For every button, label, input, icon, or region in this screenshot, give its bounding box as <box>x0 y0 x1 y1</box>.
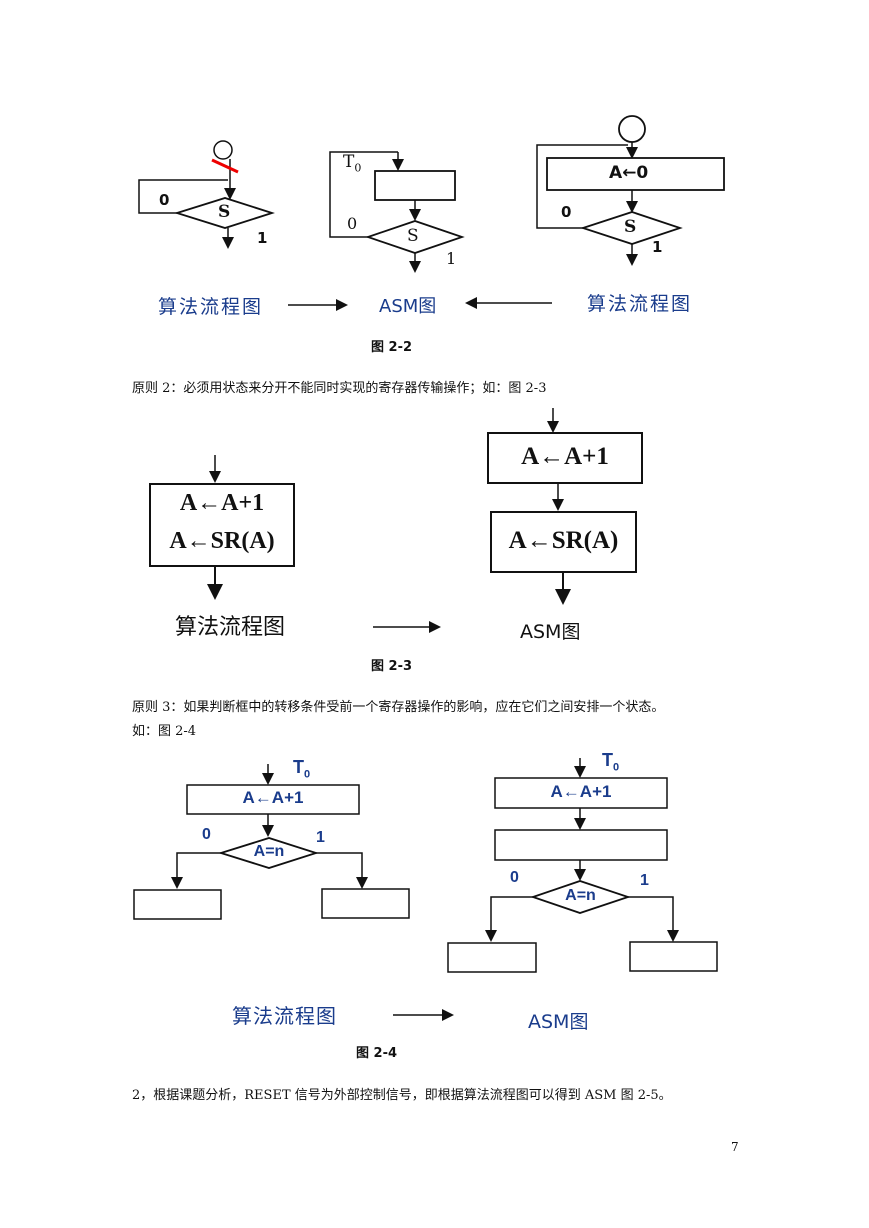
branch-1-label: 1 <box>257 229 268 247</box>
caption-fig-2-2: 图 2-2 <box>371 340 413 355</box>
fig24-left-assign: A←A+1 <box>242 788 304 807</box>
branch-0-label-3: 0 <box>561 203 572 221</box>
state-box-1 <box>374 170 456 201</box>
condition-s-2: S <box>407 226 419 246</box>
label-algorithm-flowchart-fig24: 算法流程图 <box>232 1004 337 1028</box>
bottom-paragraph: 2，根据课题分析，RESET 信号为外部控制信号，即根据算法流程图可以得到 AS… <box>132 1088 672 1103</box>
label-algorithm-flowchart-fig23: 算法流程图 <box>175 615 286 640</box>
condition-s-1: S <box>218 202 231 222</box>
label-asm-chart-fig23: ASM图 <box>520 621 581 643</box>
red-slash <box>211 158 239 174</box>
rule-3-text-line1: 原则 3：如果判断框中的转移条件受前一个寄存器操作的影响，应在它们之间安排一个状… <box>132 700 665 715</box>
fig24-left-zero: 0 <box>202 826 211 843</box>
branch-1-label-2: 1 <box>446 249 457 268</box>
condition-s-3: S <box>624 217 637 237</box>
op-a-shift: A←SR(A) <box>169 528 275 554</box>
fig24-right-assign-box <box>494 777 668 809</box>
fig24-right-t0: T0 <box>602 750 620 774</box>
start-circle-2 <box>618 115 646 143</box>
branch-0-label: 0 <box>159 191 170 209</box>
fig24-left-t0: T0 <box>293 757 311 781</box>
decision-diamond-1 <box>173 197 275 229</box>
caption-fig-2-3: 图 2-3 <box>371 659 413 674</box>
caption-fig-2-4: 图 2-4 <box>356 1046 398 1061</box>
fig24-right-state-box <box>494 829 668 861</box>
fig24-left-one: 1 <box>316 829 325 846</box>
fig24-right-assign: A←A+1 <box>550 782 612 801</box>
label-asm-chart: ASM图 <box>379 296 437 317</box>
fig24-left-box-1 <box>321 888 410 919</box>
label-algorithm-flowchart-2: 算法流程图 <box>587 293 693 315</box>
label-algorithm-flowchart: 算法流程图 <box>158 296 264 318</box>
page-number: 7 <box>731 1140 739 1154</box>
decision-diamond-2 <box>365 220 465 254</box>
op-a-inc-asm: A←A+1 <box>521 443 609 470</box>
branch-0-label-2: 0 <box>347 214 358 233</box>
fig24-right-cond: A=n <box>565 887 596 904</box>
assign-a-zero: A←0 <box>609 163 649 183</box>
rule-3-text-line2: 如：图 2-4 <box>132 724 197 739</box>
fig24-right-box-0 <box>447 942 537 973</box>
decision-diamond-3 <box>580 211 683 245</box>
fig24-right-zero: 0 <box>510 869 519 886</box>
fig24-right-one: 1 <box>640 872 649 889</box>
fig24-right-box-1 <box>629 941 718 972</box>
rule-2-text: 原则 2：必须用状态来分开不能同时实现的寄存器传输操作；如：图 2-3 <box>132 381 547 396</box>
state-t0-label: T0 <box>343 152 362 175</box>
combined-op-box <box>149 483 295 567</box>
fig24-left-box-0 <box>133 889 222 920</box>
branch-1-label-3: 1 <box>652 238 663 256</box>
op-box-bottom <box>490 511 637 573</box>
assign-box <box>546 157 725 191</box>
label-asm-chart-fig24: ASM图 <box>528 1011 589 1033</box>
fig24-left-cond: A=n <box>253 843 285 860</box>
op-box-top <box>487 432 643 484</box>
op-a-shift-asm: A←SR(A) <box>508 527 619 554</box>
fig24-left-assign-box <box>186 784 360 815</box>
op-a-inc: A←A+1 <box>179 490 265 516</box>
start-circle <box>213 140 233 160</box>
